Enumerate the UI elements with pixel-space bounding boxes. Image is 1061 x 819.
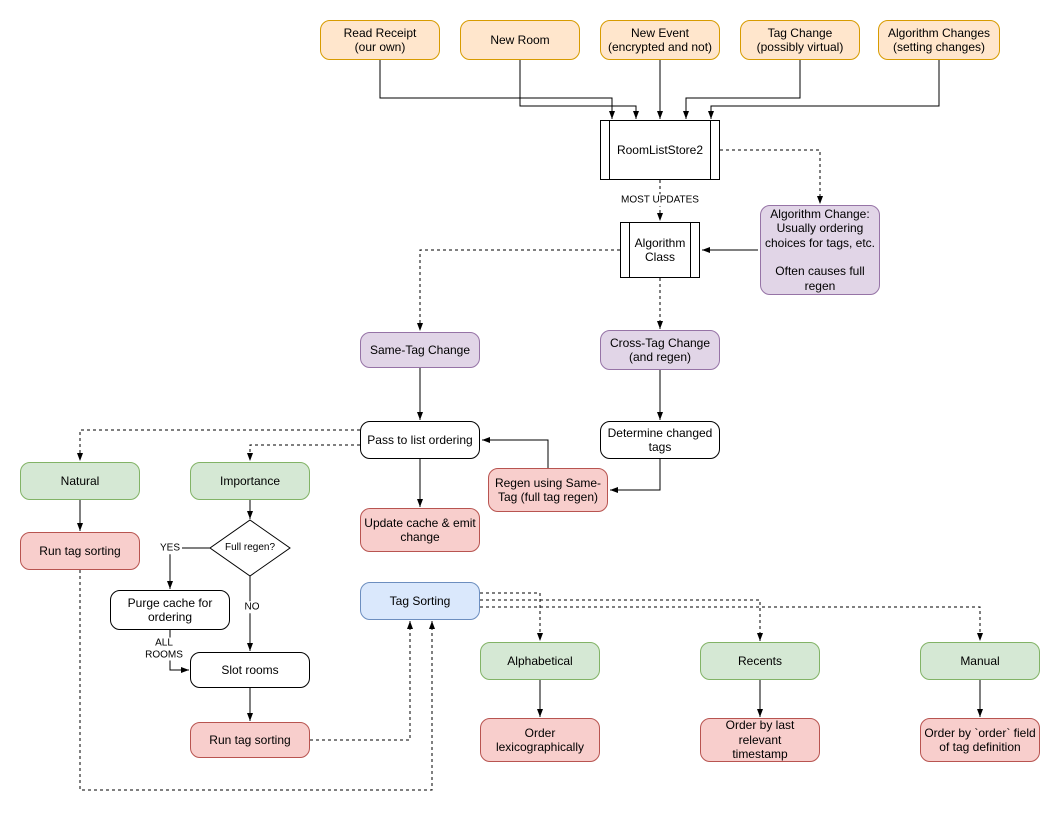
edge-new-room-to-store: [519, 60, 639, 119]
node-algorithm-class: Algorithm Class: [620, 222, 700, 278]
edge-tag-sorting-to-alphabetical: [480, 592, 543, 641]
full-regen-diamond-shape: [209, 519, 291, 577]
node-slot-rooms: Slot rooms: [190, 652, 310, 688]
node-update-cache-emit: Update cache & emit change: [360, 508, 480, 552]
edge-label-no: NO: [242, 601, 262, 613]
node-new-event-label: New Event (encrypted and not): [607, 25, 713, 54]
node-algorithm-change-note-label: Algorithm Change: Usually ordering choic…: [764, 206, 876, 293]
edge-run-sorting-right-to-tag-sorting: [310, 621, 413, 741]
node-run-tag-sorting-left-label: Run tag sorting: [39, 543, 121, 558]
node-order-by-field: Order by `order` field of tag definition: [920, 718, 1040, 762]
node-tag-change-label: Tag Change (possibly virtual): [756, 25, 844, 54]
edge-run-sorting-left-to-tag-sorting: [79, 570, 435, 791]
edge-algorithm-class-to-same-tag: [417, 249, 620, 331]
node-order-by-field-label: Order by `order` field of tag definition: [924, 725, 1036, 754]
node-importance: Importance: [190, 462, 310, 500]
node-regen-using-same-tag-label: Regen using Same- Tag (full tag regen): [494, 475, 602, 504]
edge-tag-sorting-to-recents: [480, 599, 763, 641]
node-recents-label: Recents: [737, 653, 783, 668]
node-order-by-timestamp: Order by last relevant timestamp: [700, 718, 820, 762]
node-purge-cache-label: Purge cache for ordering: [127, 595, 213, 624]
node-full-regen-decision: Full regen?: [210, 520, 290, 576]
node-same-tag-change-label: Same-Tag Change: [369, 342, 471, 357]
node-new-room: New Room: [460, 20, 580, 60]
node-manual-label: Manual: [960, 653, 1000, 668]
node-tag-sorting: Tag Sorting: [360, 582, 480, 620]
node-update-cache-emit-label: Update cache & emit change: [364, 515, 476, 544]
node-algorithm-changes: Algorithm Changes (setting changes): [878, 20, 1000, 60]
node-new-room-label: New Room: [490, 32, 550, 47]
edge-pass-to-importance: [247, 444, 360, 461]
node-natural: Natural: [20, 462, 140, 500]
node-room-list-store2-label: RoomListStore2: [616, 142, 704, 157]
node-new-event: New Event (encrypted and not): [600, 20, 720, 60]
node-algorithm-change-note: Algorithm Change: Usually ordering choic…: [760, 205, 880, 295]
edge-tag-sorting-to-manual: [480, 606, 983, 641]
node-importance-label: Importance: [219, 473, 281, 488]
node-purge-cache: Purge cache for ordering: [110, 590, 230, 630]
node-slot-rooms-label: Slot rooms: [221, 662, 279, 677]
edge-pass-to-natural: [77, 429, 360, 461]
edge-read-receipt-to-store: [379, 60, 615, 119]
edge-label-most-updates: MOST UPDATES: [619, 194, 701, 206]
node-order-lexicographically-label: Order lexicographically: [495, 725, 585, 754]
node-tag-change: Tag Change (possibly virtual): [740, 20, 860, 60]
node-alphabetical: Alphabetical: [480, 642, 600, 680]
node-full-regen-decision-label: Full regen?: [224, 542, 276, 553]
node-read-receipt: Read Receipt (our own): [320, 20, 440, 60]
node-room-list-store2: RoomListStore2: [600, 120, 720, 180]
node-run-tag-sorting-right: Run tag sorting: [190, 722, 310, 758]
node-same-tag-change: Same-Tag Change: [360, 332, 480, 368]
edge-label-all-rooms: ALL ROOMS: [143, 637, 185, 661]
node-recents: Recents: [700, 642, 820, 680]
edge-tag-change-to-store: [683, 60, 801, 119]
node-determine-changed-tags-label: Determine changed tags: [607, 425, 713, 454]
edge-determine-to-regen: [610, 459, 661, 493]
node-run-tag-sorting-right-label: Run tag sorting: [209, 732, 291, 747]
node-read-receipt-label: Read Receipt (our own): [343, 25, 417, 54]
edge-algorithm-changes-to-store: [708, 60, 940, 119]
node-run-tag-sorting-left: Run tag sorting: [20, 532, 140, 570]
node-alphabetical-label: Alphabetical: [507, 653, 573, 668]
node-determine-changed-tags: Determine changed tags: [600, 421, 720, 459]
node-tag-sorting-label: Tag Sorting: [389, 593, 451, 608]
node-order-by-timestamp-label: Order by last relevant timestamp: [725, 718, 795, 762]
node-algorithm-class-label: Algorithm Class: [634, 235, 686, 264]
node-cross-tag-change-label: Cross-Tag Change (and regen): [609, 335, 711, 364]
node-pass-to-list-ordering: Pass to list ordering: [360, 421, 480, 459]
edge-store-to-note: [720, 149, 823, 204]
edge-label-yes: YES: [157, 542, 183, 554]
node-order-lexicographically: Order lexicographically: [480, 718, 600, 762]
node-algorithm-changes-label: Algorithm Changes (setting changes): [887, 25, 991, 54]
node-regen-using-same-tag: Regen using Same- Tag (full tag regen): [488, 468, 608, 512]
node-cross-tag-change: Cross-Tag Change (and regen): [600, 330, 720, 370]
edge-regen-to-pass: [482, 437, 549, 468]
node-natural-label: Natural: [60, 473, 100, 488]
node-pass-to-list-ordering-label: Pass to list ordering: [367, 432, 473, 447]
node-manual: Manual: [920, 642, 1040, 680]
edge-full-regen-yes-to-purge: [167, 547, 210, 589]
